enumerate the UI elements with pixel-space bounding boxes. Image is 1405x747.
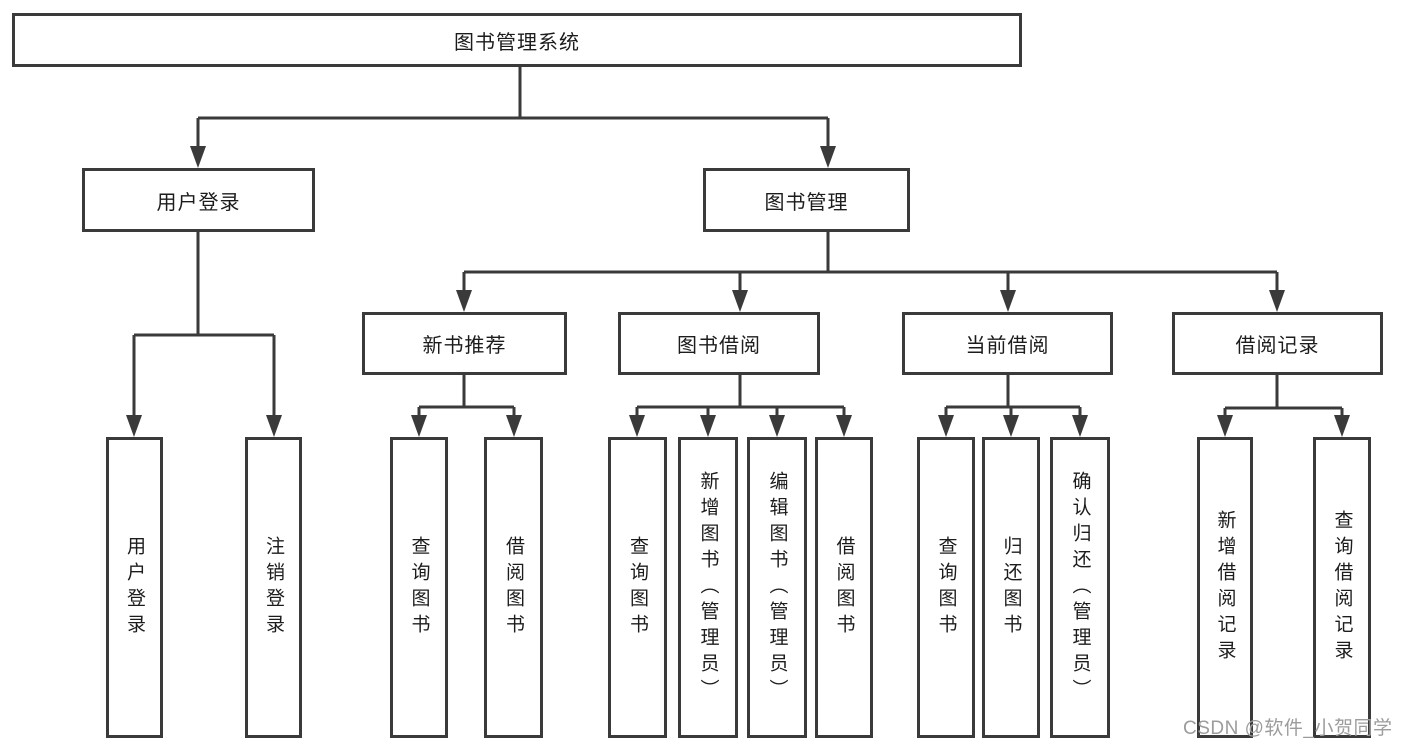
leaf-recommend-borrow-books: 借阅图书 (484, 437, 543, 738)
leaf-borrowing-query-books: 查询图书 (608, 437, 667, 738)
csdn-watermark: CSDN @软件_小贺同学 (1183, 718, 1393, 739)
node-borrowing-records: 借阅记录 (1172, 312, 1383, 375)
node-new-book-recommendation: 新书推荐 (362, 312, 567, 375)
node-book-borrowing: 图书借阅 (618, 312, 820, 375)
leaf-return-books: 归还图书 (982, 437, 1040, 738)
leaf-recommend-query-books: 查询图书 (390, 437, 448, 738)
arrowheads (126, 146, 1350, 437)
leaf-user-login: 用户登录 (106, 437, 163, 738)
leaf-logout: 注销登录 (245, 437, 302, 738)
leaf-borrow-books: 借阅图书 (815, 437, 873, 738)
leaf-add-borrow-record: 新增借阅记录 (1197, 437, 1253, 738)
leaf-current-query-books: 查询图书 (917, 437, 975, 738)
node-current-borrowing: 当前借阅 (902, 312, 1113, 375)
node-root-library-management-system: 图书管理系统 (12, 13, 1022, 67)
leaf-add-books-admin: 新增图书（管理员） (678, 437, 738, 738)
node-book-management: 图书管理 (703, 168, 910, 232)
leaf-query-borrow-record: 查询借阅记录 (1313, 437, 1371, 738)
leaf-confirm-return-admin: 确认归还（管理员） (1050, 437, 1110, 738)
leaf-edit-books-admin: 编辑图书（管理员） (747, 437, 807, 738)
node-user-login: 用户登录 (82, 168, 315, 232)
